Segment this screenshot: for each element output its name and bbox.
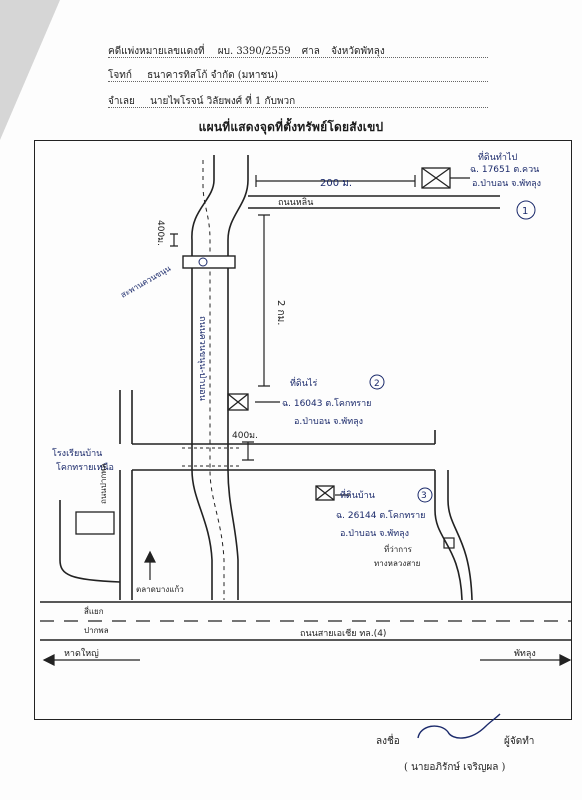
top-road — [248, 195, 500, 209]
signature-scribble — [417, 713, 501, 739]
school-building — [443, 537, 455, 549]
map-title: แผนที่แสดงจุดที่ตั้งทรัพย์โดยสังเขป — [198, 120, 384, 134]
junction-label-2: ปากพล — [84, 626, 109, 635]
plaintiff-name: ธนาคารทิสโก้ จำกัด (มหาชน) — [147, 70, 279, 81]
case-label: คดีแพ่งหมายเลขแดงที่ — [108, 46, 205, 57]
dotted-line — [108, 81, 488, 82]
defendant-label: จำเลย — [108, 96, 135, 107]
property-box-3 — [315, 485, 335, 501]
dimension-lines — [170, 175, 470, 496]
factory-label-2: โคกทรายเหนือ — [56, 462, 114, 473]
scanned-page-fold — [0, 0, 60, 140]
property-1-label: ที่ดินทำไป — [478, 150, 517, 163]
distance-400-mid-label: 400ม. — [232, 431, 258, 441]
distance-200-label: 200 ม. — [320, 178, 352, 189]
market-label: ตลาดบางแก้ว — [136, 585, 184, 594]
distance-2km-label: 2 กม. — [275, 300, 286, 325]
plaintiff-label: โจทก์ — [108, 70, 132, 81]
left-road-label: ถนนปากพล — [99, 464, 108, 504]
case-number: ผบ. 3390/2559 — [217, 46, 291, 57]
factory-label: โรงเรียนบ้าน — [52, 448, 102, 459]
middle-road — [132, 443, 435, 471]
property-3-place: อ.ป่าบอน จ.พัทลุง — [340, 529, 409, 539]
school-label-2: ทางหลวงสาย — [374, 559, 420, 568]
bridge-marker — [182, 255, 236, 269]
factory-building — [75, 511, 115, 535]
direction-right-label: พัทลุง — [514, 649, 536, 659]
signer-role: ผู้จัดทำ — [504, 736, 535, 747]
plaintiff-line: โจทก์ ธนาคารทิสโก้ จำกัด (มหาชน) — [108, 68, 278, 83]
left-road — [59, 390, 133, 600]
defendant-line: จำเลย นายไพโรจน์ วิลัยพงศ์ ที่ 1 กับพวก — [108, 94, 295, 109]
dotted-line — [108, 107, 488, 108]
bridge-label: สะพานควนขนุน — [119, 264, 173, 300]
property-1-number: 1 — [522, 206, 528, 217]
property-box-2 — [227, 393, 249, 411]
dotted-line — [108, 57, 488, 58]
signer-name: ( นายอภิรักษ์ เจริญผล ) — [404, 762, 506, 773]
distance-400-top-label: 400ม. — [155, 220, 165, 246]
right-lane — [434, 430, 473, 601]
property-3-number: 3 — [421, 491, 427, 501]
case-number-line: คดีแพ่งหมายเลขแดงที่ ผบ. 3390/2559 ศาล จ… — [108, 44, 385, 59]
map-frame — [34, 140, 572, 720]
property-2-number: 2 — [374, 379, 380, 389]
defendant-name: นายไพโรจน์ วิลัยพงศ์ ที่ 1 กับพวก — [150, 96, 296, 107]
property-box-1 — [421, 167, 451, 189]
property-3-label: ที่ดินบ้าน — [340, 488, 375, 501]
property-2-deed: ฉ. 16043 ต.โคกทราย — [282, 398, 371, 409]
direction-arrows — [42, 550, 572, 666]
highway-label: ถนนสายเอเชีย ทล.(4) — [300, 628, 386, 639]
vertical-road-label: ถนนควนขนุน-ป่าบอน — [197, 316, 207, 401]
court-name: จังหวัดพัทลุง — [331, 46, 385, 57]
property-1-deed: ฉ. 17651 ต.ควน — [470, 165, 539, 175]
property-3-deed: ฉ. 26144 ต.โคกทราย — [336, 510, 425, 521]
property-2-label: ที่ดินไร่ — [290, 376, 317, 389]
sign-label: ลงชื่อ — [376, 736, 400, 747]
school-label: ที่ว่าการ — [384, 543, 413, 554]
top-road-label: ถนนหลิน — [278, 197, 313, 208]
court-label: ศาล — [301, 46, 320, 57]
property-2-place: อ.ป่าบอน จ.พัทลุง — [294, 417, 363, 427]
junction-label: สี่แยก — [84, 605, 104, 616]
highway — [40, 601, 572, 641]
property-1-place: อ.ป่าบอน จ.พัทลุง — [472, 179, 541, 189]
direction-left-label: หาดใหญ่ — [64, 648, 99, 659]
